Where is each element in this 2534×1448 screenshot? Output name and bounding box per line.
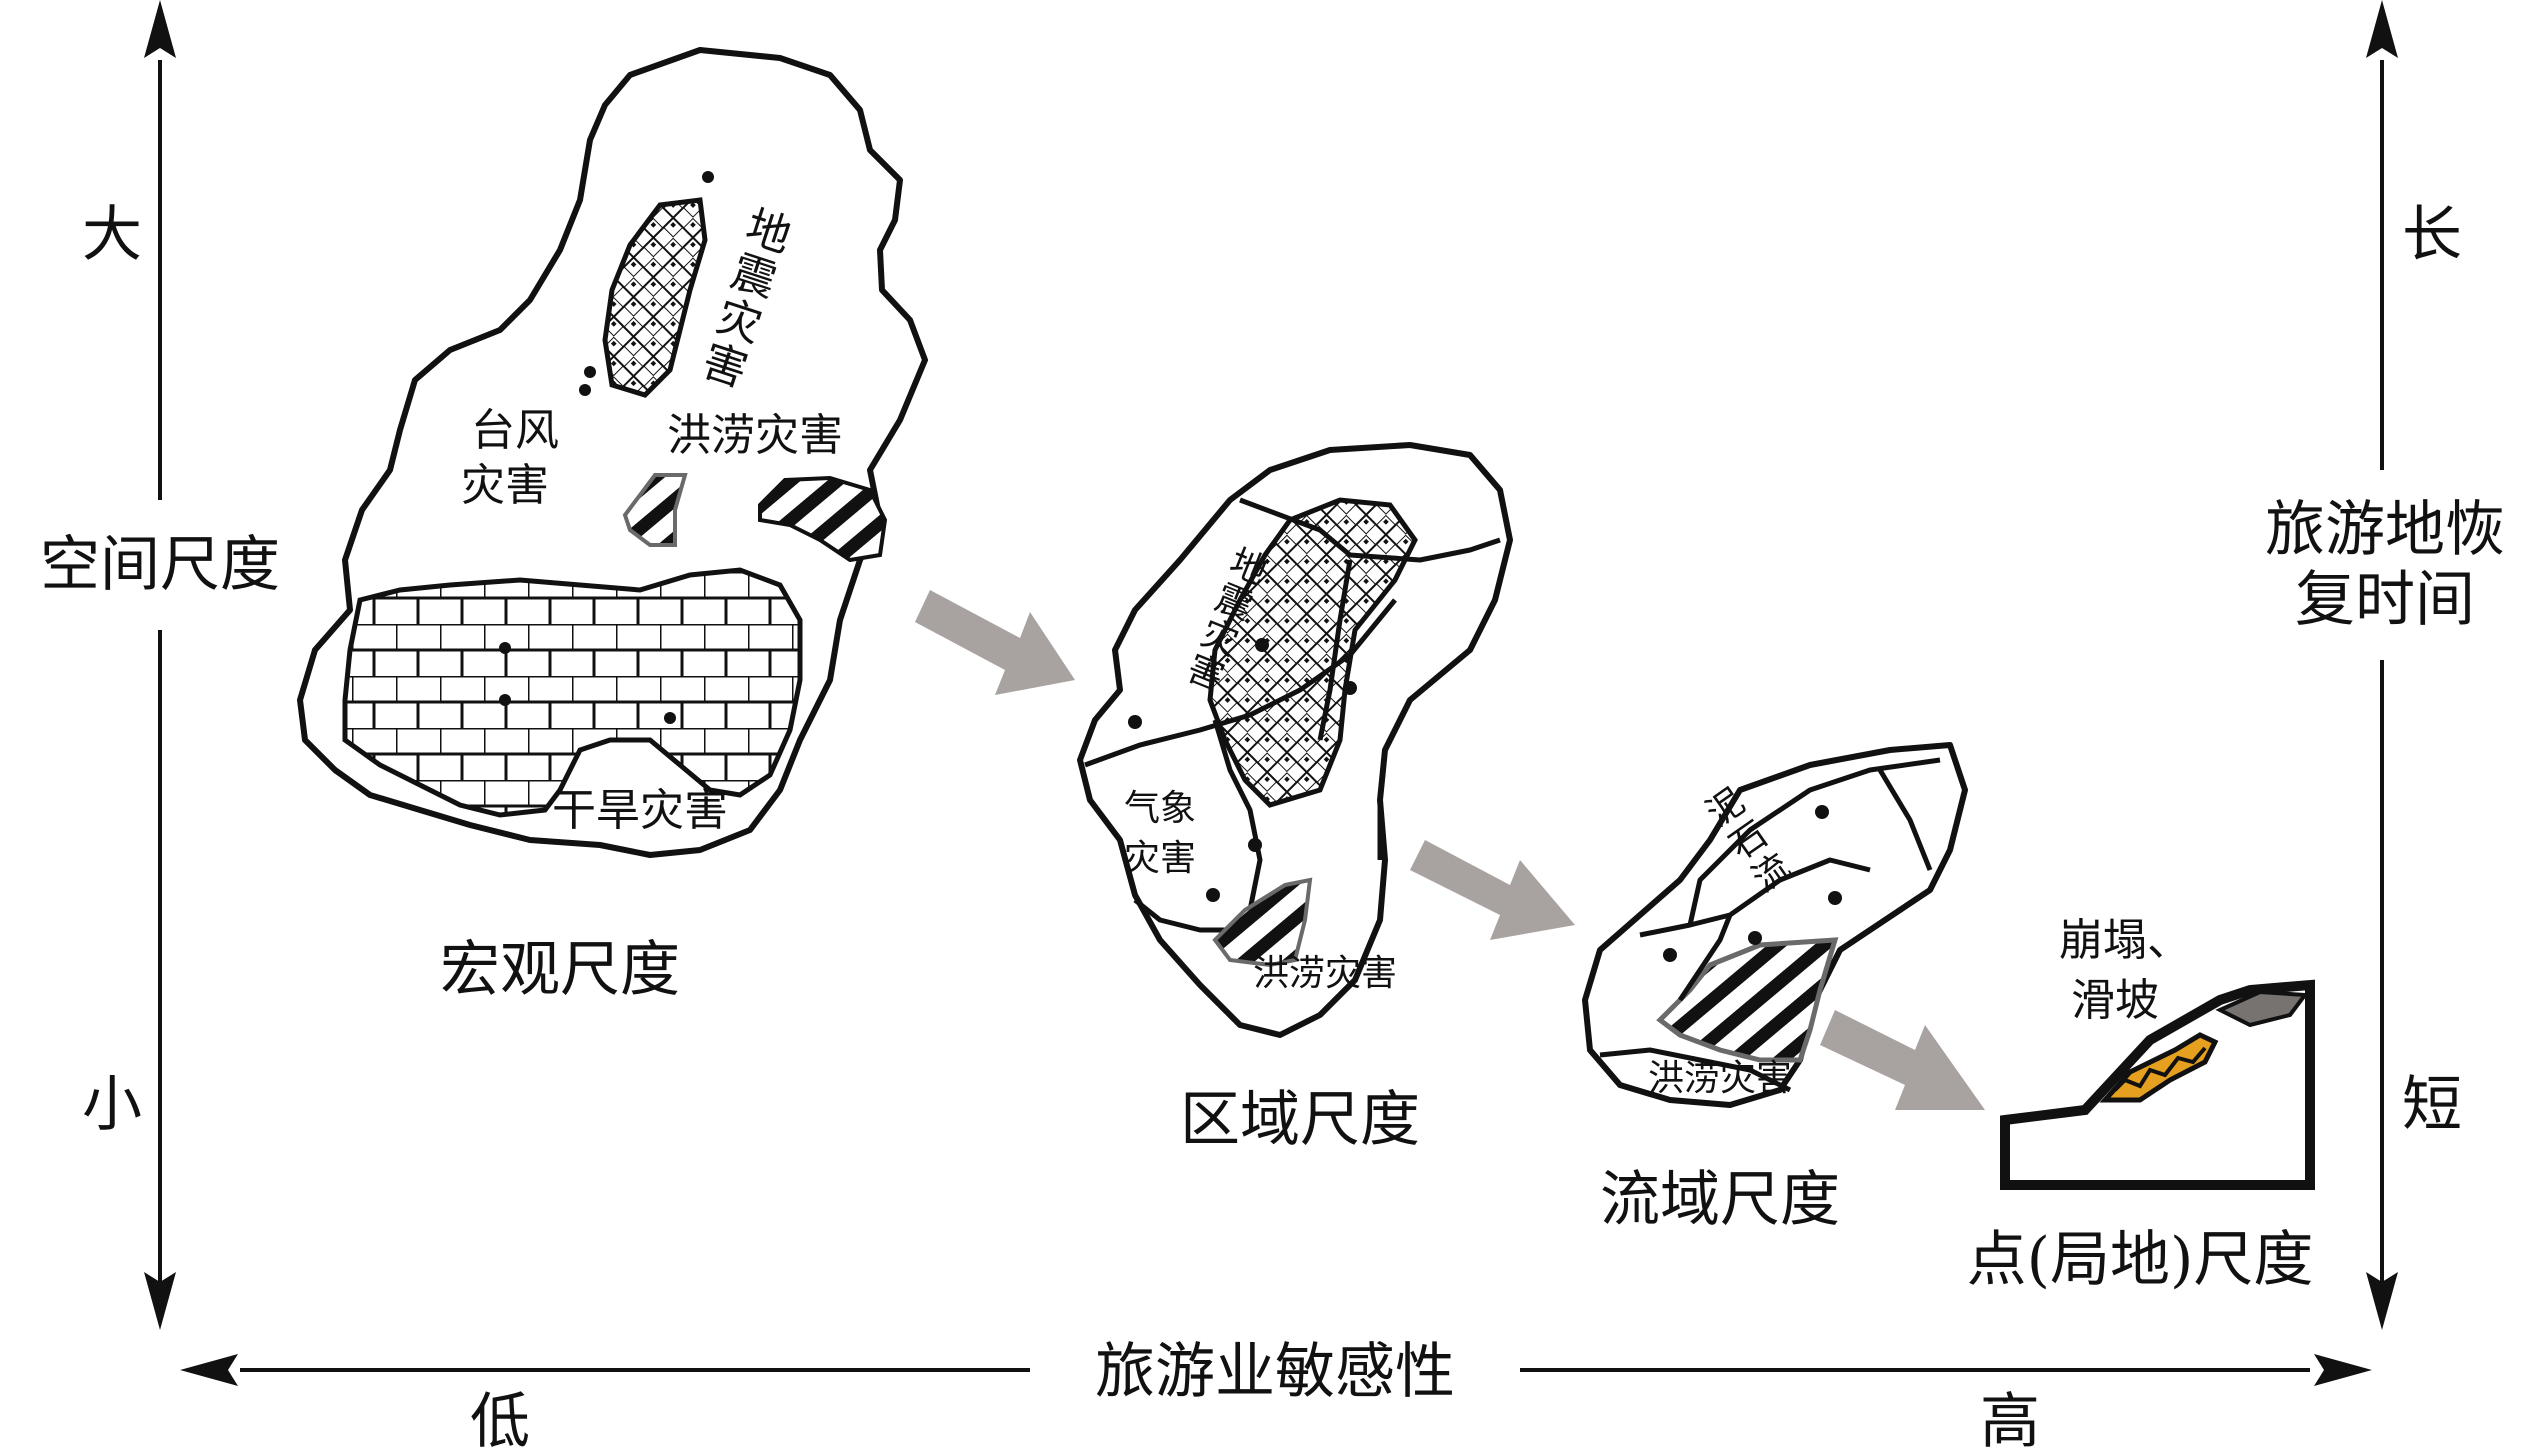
macro-caption: 宏观尺度: [440, 935, 680, 1005]
macro-point: [584, 366, 596, 378]
basin-channel-5: [1599, 1047, 1792, 1093]
point-landslide-label-line2: 滑坡: [2071, 975, 2159, 1026]
right-axis-title-line2: 复时间: [2295, 565, 2475, 635]
bottom-axis-right-label: 高: [1980, 1387, 2040, 1448]
regional-point: [1255, 638, 1269, 652]
macro-typhoon-zone: [622, 473, 688, 547]
basin-caption: 流域尺度: [1600, 1165, 1840, 1235]
basin-channel-3: [1677, 914, 1733, 1002]
right-axis-bottom-label: 短: [2402, 1070, 2462, 1140]
arrow-basin-to-point: [1820, 1010, 1985, 1110]
macro-earthquake-zone: [602, 197, 708, 398]
regional-point: [1206, 888, 1220, 902]
regional-point: [1248, 838, 1262, 852]
regional-meteo-label-line1: 气象: [1124, 788, 1196, 829]
macro-point: [499, 694, 511, 706]
point-rock-mass: [2215, 989, 2309, 1028]
regional-boundary-1: [1239, 497, 1501, 563]
bottom-axis-right-arrowhead: [2314, 1354, 2372, 1386]
macro-point: [579, 384, 591, 396]
left-axis-up-arrowhead: [144, 0, 176, 58]
bottom-axis: 旅游业敏感性 低 高: [180, 1337, 2372, 1448]
macro-drought-label: 干旱灾害: [552, 785, 728, 836]
macro-flood-label: 洪涝灾害: [667, 410, 843, 461]
basin-channel-4: [1877, 768, 1933, 871]
bottom-axis-title: 旅游业敏感性: [1095, 1337, 1455, 1407]
bottom-axis-left-arrowhead: [180, 1354, 238, 1386]
right-axis-title-line1: 旅游地恢: [2265, 495, 2505, 565]
bottom-axis-left-label: 低: [470, 1387, 530, 1448]
right-axis-down-arrowhead: [2366, 1272, 2398, 1330]
regional-caption: 区域尺度: [1180, 1085, 1420, 1155]
left-axis: 大 空间尺度 小: [40, 0, 280, 1330]
macro-flood-zone: [758, 475, 888, 563]
regional-boundary-2: [1084, 598, 1397, 768]
regional-point: [1128, 715, 1142, 729]
basin-point: [1815, 805, 1829, 819]
regional-flood-label: 洪涝灾害: [1253, 953, 1397, 994]
right-axis: 长 旅游地恢 复时间 短: [2265, 0, 2505, 1330]
basin-point: [1748, 931, 1762, 945]
regional-meteo-label-line2: 灾害: [1124, 838, 1196, 879]
macro-point: [664, 712, 676, 724]
left-axis-top-label: 大: [82, 200, 142, 270]
regional-earthquake-zone: [1207, 497, 1418, 808]
left-axis-title: 空间尺度: [40, 530, 280, 600]
macro-typhoon-label-line1: 台风: [471, 405, 559, 456]
left-axis-bottom-label: 小: [82, 1070, 142, 1140]
point-landslide-cracks: [2113, 1046, 2207, 1092]
arrow-regional-to-basin: [1410, 840, 1575, 940]
macro-point: [702, 171, 714, 183]
left-axis-down-arrowhead: [144, 1272, 176, 1330]
basin-point: [1663, 948, 1677, 962]
regional-point: [1343, 681, 1357, 695]
basin-channel-2: [1687, 757, 1941, 926]
arrow-macro-to-regional: [915, 590, 1075, 695]
basin-point: [1828, 891, 1842, 905]
point-landslide-label-line1: 崩塌、: [2059, 915, 2191, 966]
scale-transition-arrows: [915, 590, 1985, 1110]
regional-flood-zone: [1212, 877, 1313, 968]
basin-flood-zone: [1656, 937, 1839, 1063]
point-scale-region: 崩塌、 滑坡 点(局地)尺度: [1967, 915, 2315, 1295]
macro-scale-region: 地 震 灾 害 台风 灾害 洪涝灾害 干旱灾害 宏观尺度: [297, 47, 928, 1005]
basin-channel-1: [1639, 857, 1871, 938]
macro-point: [499, 642, 511, 654]
right-axis-top-label: 长: [2402, 200, 2462, 270]
regional-boundary-3: [1317, 559, 1353, 741]
macro-drought-zone: [342, 567, 803, 818]
point-caption: 点(局地)尺度: [1967, 1225, 2314, 1295]
basin-flood-label: 洪涝灾害: [1648, 1058, 1792, 1099]
macro-typhoon-label-line2: 灾害: [461, 460, 549, 511]
right-axis-up-arrowhead: [2366, 0, 2398, 58]
regional-scale-region: 地 震 灾 害 气象 灾害 洪涝灾害 区域尺度: [1077, 442, 1513, 1155]
basin-scale-region: 泥 石 流 洪涝灾害 流域尺度: [1582, 742, 1968, 1235]
